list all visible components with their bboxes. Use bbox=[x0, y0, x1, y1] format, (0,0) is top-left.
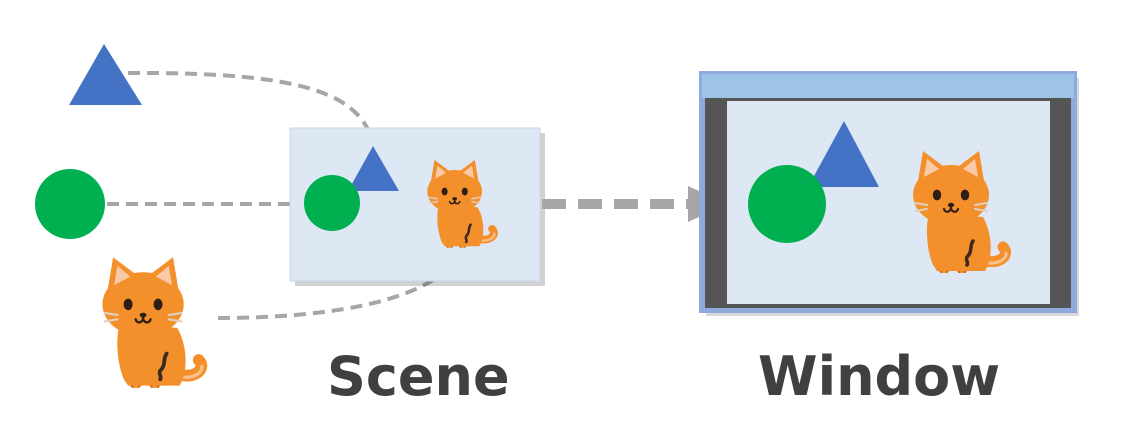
scene-box bbox=[289, 127, 545, 286]
triangle-icon bbox=[808, 121, 879, 187]
triangle-icon bbox=[69, 44, 142, 105]
scene-label: Scene bbox=[327, 345, 510, 408]
window-frame bbox=[699, 71, 1079, 316]
window-label: Window bbox=[758, 345, 1001, 408]
circle-icon bbox=[35, 169, 105, 239]
input-arrows bbox=[107, 70, 456, 320]
circle-icon bbox=[304, 175, 360, 231]
triangle-to-scene-arrow bbox=[127, 70, 372, 135]
source-shapes bbox=[35, 44, 202, 388]
circle-icon bbox=[748, 165, 826, 243]
cat-to-scene-arrow bbox=[217, 260, 456, 320]
cat-icon bbox=[102, 257, 202, 388]
triangle-icon bbox=[348, 146, 399, 191]
window-titlebar bbox=[702, 74, 1074, 98]
